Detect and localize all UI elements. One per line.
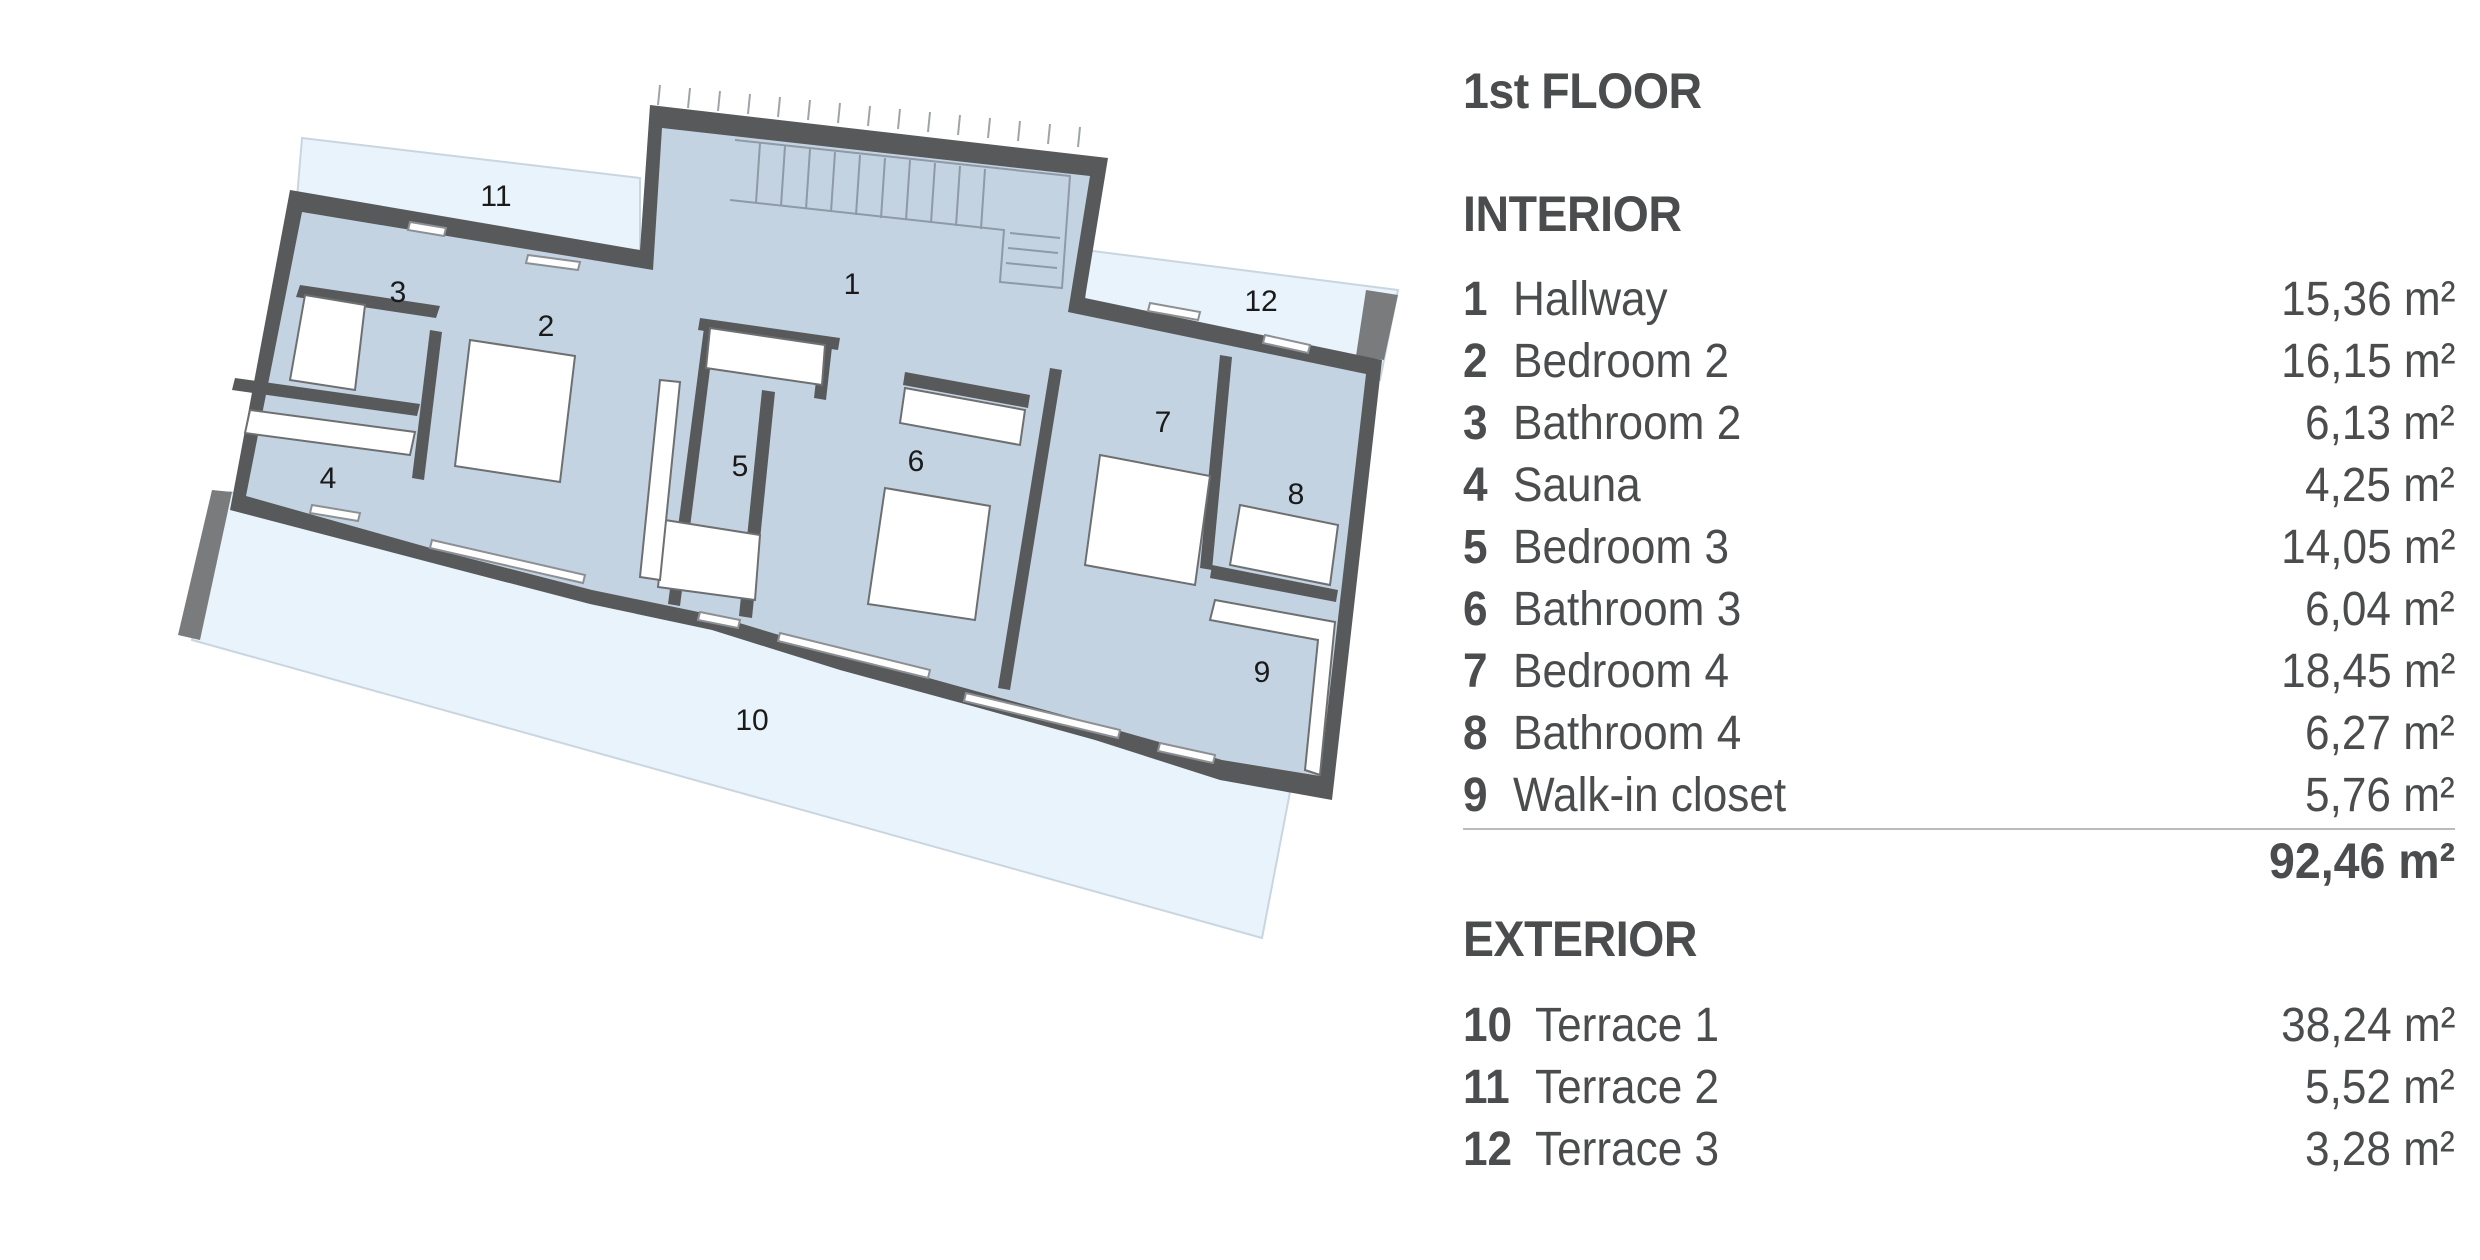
staircase: [729, 139, 1072, 290]
room-label-8: 8: [1288, 478, 1305, 511]
legend-row: 4 Sauna 4,25 m²: [1463, 458, 2455, 520]
room-number: 12: [1463, 1123, 1513, 1176]
room-number: 9: [1463, 769, 1488, 822]
room-label-9: 9: [1254, 656, 1271, 689]
bed-bedroom-2: [453, 338, 577, 484]
legend-row: 5 Bedroom 3 14,05 m²: [1463, 520, 2455, 582]
exterior-heading: EXTERIOR: [1463, 911, 1697, 967]
shower-bathroom-4: [1228, 503, 1340, 587]
room-label-12: 12: [1244, 285, 1277, 318]
room-name: Bedroom 3: [1513, 521, 1730, 574]
legend-row: 1 Hallway 15,36 m²: [1463, 272, 2455, 334]
wall-stub: [178, 490, 232, 640]
interior-floor: [246, 128, 1366, 776]
room-name: Terrace 3: [1535, 1123, 1720, 1176]
room-name: Terrace 2: [1535, 1061, 1720, 1114]
room-area: 16,15 m²: [2280, 335, 2455, 388]
bed-bedroom-3: [866, 486, 992, 622]
room-label-7: 7: [1155, 406, 1172, 439]
legend-row: 8 Bathroom 4 6,27 m²: [1463, 706, 2455, 768]
room-area: 14,05 m²: [2280, 521, 2455, 574]
room-number: 4: [1463, 459, 1488, 512]
room-number: 6: [1463, 583, 1488, 636]
bathtub-bathroom-2: [288, 293, 367, 392]
legend-row: 6 Bathroom 3 6,04 m²: [1463, 582, 2455, 644]
room-name: Bathroom 3: [1513, 583, 1742, 636]
room-label-6: 6: [908, 445, 925, 478]
sauna-bench: [243, 408, 417, 457]
room-label-5: 5: [732, 450, 749, 483]
room-name: Hallway: [1513, 273, 1668, 326]
legend-row: 12 Terrace 3 3,28 m²: [1463, 1122, 2455, 1184]
room-number: 8: [1463, 707, 1488, 760]
legend-row: 10 Terrace 1 38,24 m²: [1463, 998, 2455, 1060]
room-area: 6,04 m²: [2305, 583, 2455, 636]
total-divider: [1463, 828, 2455, 830]
room-area: 6,13 m²: [2305, 397, 2455, 450]
room-area: 38,24 m²: [2280, 999, 2455, 1052]
room-label-4: 4: [320, 462, 337, 495]
room-area: 3,28 m²: [2305, 1123, 2455, 1176]
room-area-legend: 1st FLOOR INTERIOR 1 Hallway 15,36 m² 2 …: [1463, 0, 2455, 1260]
windows: [308, 220, 1312, 765]
wall-stub: [1356, 290, 1398, 360]
room-name: Walk-in closet: [1513, 769, 1787, 822]
shower-bathroom-3: [656, 518, 762, 602]
wardrobe-bedroom-2: [638, 378, 682, 582]
room-labels: 1 2 3 4 5 6 7 8 9 10 11 12: [320, 180, 1305, 737]
room-area: 4,25 m²: [2305, 459, 2455, 512]
room-area: 15,36 m²: [2280, 273, 2455, 326]
legend-row: 9 Walk-in closet 5,76 m²: [1463, 768, 2455, 830]
balustrade: [657, 84, 1081, 148]
counter-bedroom-5: [898, 386, 1027, 447]
closet-walkin: [1208, 598, 1337, 777]
room-name: Bathroom 4: [1513, 707, 1742, 760]
room-number: 11: [1463, 1061, 1510, 1114]
room-number: 2: [1463, 335, 1488, 388]
floor-plan: 1 2 3 4 5 6 7 8 9 10 11 12: [178, 84, 1400, 940]
room-label-1: 1: [844, 268, 861, 301]
room-number: 7: [1463, 645, 1488, 698]
legend-row: 7 Bedroom 4 18,45 m²: [1463, 644, 2455, 706]
furniture: [243, 293, 1340, 777]
room-number: 1: [1463, 273, 1488, 326]
room-name: Sauna: [1513, 459, 1641, 512]
interior-heading: INTERIOR: [1463, 186, 1682, 242]
legend-row: 11 Terrace 2 5,52 m²: [1463, 1060, 2455, 1122]
room-area: 5,76 m²: [2305, 769, 2455, 822]
interior-total: 92,46 m²: [2268, 833, 2455, 889]
room-area: 18,45 m²: [2280, 645, 2455, 698]
room-label-2: 2: [538, 310, 555, 343]
room-number: 3: [1463, 397, 1488, 450]
room-area: 5,52 m²: [2305, 1061, 2455, 1114]
room-number: 5: [1463, 521, 1488, 574]
room-area: 6,27 m²: [2305, 707, 2455, 760]
room-label-11: 11: [480, 180, 511, 213]
floor-title: 1st FLOOR: [1463, 63, 1702, 119]
room-name: Bedroom 4: [1513, 645, 1730, 698]
room-name: Terrace 1: [1535, 999, 1720, 1052]
room-number: 10: [1463, 999, 1513, 1052]
room-name: Bathroom 2: [1513, 397, 1742, 450]
room-label-3: 3: [390, 276, 407, 309]
bed-bedroom-4: [1083, 453, 1212, 587]
room-label-10: 10: [735, 704, 768, 737]
legend-row: 2 Bedroom 2 16,15 m²: [1463, 334, 2455, 396]
room-name: Bedroom 2: [1513, 335, 1730, 388]
legend-row: 3 Bathroom 2 6,13 m²: [1463, 396, 2455, 458]
vanity-hallway: [704, 326, 827, 387]
